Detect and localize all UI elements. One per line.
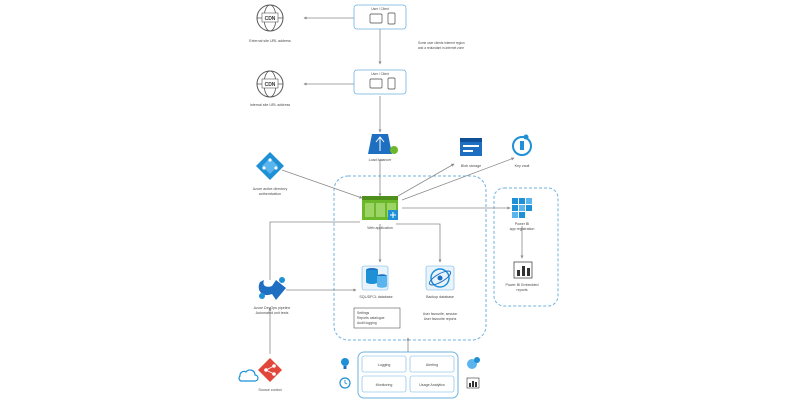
blob-storage-label: Blob storage	[461, 164, 481, 168]
monitor-cell-monitoring	[361, 375, 407, 393]
svg-text:CDN: CDN	[265, 16, 276, 22]
azure-ad: Azure active directory authentication	[253, 152, 288, 196]
monitoring-panel: Logging Alerting Monitoring Usage Analyt…	[361, 355, 455, 393]
edge-webapp-to-keyvault	[401, 157, 515, 201]
globe-icon: CDN	[256, 70, 284, 98]
source-control: Source control	[238, 358, 282, 392]
analytics-icon	[466, 377, 480, 389]
user-client-mid: User / Client	[353, 69, 407, 95]
key-vault-label: Key vault	[515, 164, 530, 168]
key-vault: Key vault	[512, 134, 532, 168]
devops-line1: Azure DevOps pipeline	[254, 306, 291, 310]
cloud-icon	[238, 369, 259, 382]
cosmos-database-label: Backup database	[426, 295, 454, 299]
cosmos-note-line2: User favourite reports	[424, 317, 457, 321]
azure-ad-icon	[256, 152, 284, 180]
load-balancer-label: Load balancer	[369, 158, 393, 162]
power-bi-reports-line1: Power BI Embedded	[506, 283, 539, 287]
azure-ad-line1: Azure active directory	[253, 187, 288, 191]
power-bi-app: Power BI app registration	[510, 198, 535, 231]
monitor-alerting-label: Alerting	[426, 363, 438, 367]
monitor-cell-alerting	[409, 355, 455, 373]
database-icon	[361, 265, 389, 291]
cosmos-note-line1: User favourite, session	[423, 312, 458, 316]
db-note-line3: Audit logging	[357, 321, 377, 325]
monitor-cell-logging	[361, 355, 407, 373]
db-note-box	[353, 307, 401, 329]
blob-storage: Blob storage	[460, 138, 482, 168]
storage-icon	[460, 138, 482, 156]
app-region-boundary	[333, 175, 487, 341]
user-client-top: User / Client	[353, 4, 407, 30]
load-balancer: Load balancer	[368, 134, 398, 162]
edge-aad-to-webapp	[281, 169, 363, 199]
power-bi-reports-line2: reports	[516, 288, 527, 292]
devops-pipeline: Azure DevOps pipeline Automated unit tes…	[254, 277, 291, 315]
cdn-mid-label: Internal site URL address	[250, 103, 291, 107]
svg-text:CDN: CDN	[265, 82, 276, 88]
note-right-line1: Some user clients internet region	[418, 41, 465, 45]
chat-bubble-icon	[467, 357, 480, 369]
sql-database-label: SQL/DFCL database	[359, 295, 392, 299]
edge-webapp-to-cosmos	[396, 223, 442, 263]
monitor-cell-usage	[409, 375, 455, 393]
azure-ad-line2: authentication	[259, 192, 281, 196]
web-app-label: Web application	[367, 226, 393, 230]
globe-icon: CDN	[256, 4, 284, 32]
edge-webapp-to-devops	[269, 221, 360, 280]
key-vault-icon	[512, 134, 532, 156]
cdn-top: CDN External site URL address	[249, 4, 291, 43]
monitor-usage-label: Usage Analytics	[419, 383, 445, 387]
devops-icon	[258, 277, 286, 300]
user-top-label: User / Client	[371, 7, 389, 11]
lightbulb-icon	[341, 358, 349, 369]
load-balancer-icon	[368, 134, 398, 154]
note-right-line2: and a redundant in-internet zone	[418, 46, 464, 50]
power-bi-app-line1: Power BI	[515, 222, 530, 226]
db-note-line1: Settings	[357, 311, 370, 315]
user-mid-label: User / Client	[371, 72, 389, 76]
clock-icon	[339, 377, 351, 389]
monitor-monitoring-label: Monitoring	[376, 383, 393, 387]
monitor-logging-label: Logging	[378, 363, 391, 367]
web-app: Web application	[362, 196, 398, 230]
app-service-icon	[362, 196, 398, 220]
cosmos-db-icon	[425, 265, 455, 291]
power-bi-app-line2: app registration	[510, 227, 535, 231]
cosmos-database: Backup database User favourite, session …	[423, 265, 458, 321]
power-bi-report-icon	[513, 261, 533, 279]
power-bi-reports: Power BI Embedded reports	[506, 261, 539, 292]
sql-database: SQL/DFCL database Settings Reports catal…	[353, 265, 401, 329]
connectors	[268, 16, 524, 354]
power-bi-region-boundary	[493, 187, 559, 307]
cdn-top-label: External site URL address	[249, 39, 291, 43]
cdn-mid: CDN Internal site URL address	[250, 70, 291, 107]
edge-webapp-to-blob	[397, 163, 455, 197]
power-bi-grid-icon	[512, 198, 532, 218]
source-control-label: Source control	[258, 388, 281, 392]
db-note-line2: Reports catalogue	[357, 316, 385, 320]
git-icon	[258, 358, 282, 382]
devops-line2: Automated unit tests	[256, 311, 289, 315]
